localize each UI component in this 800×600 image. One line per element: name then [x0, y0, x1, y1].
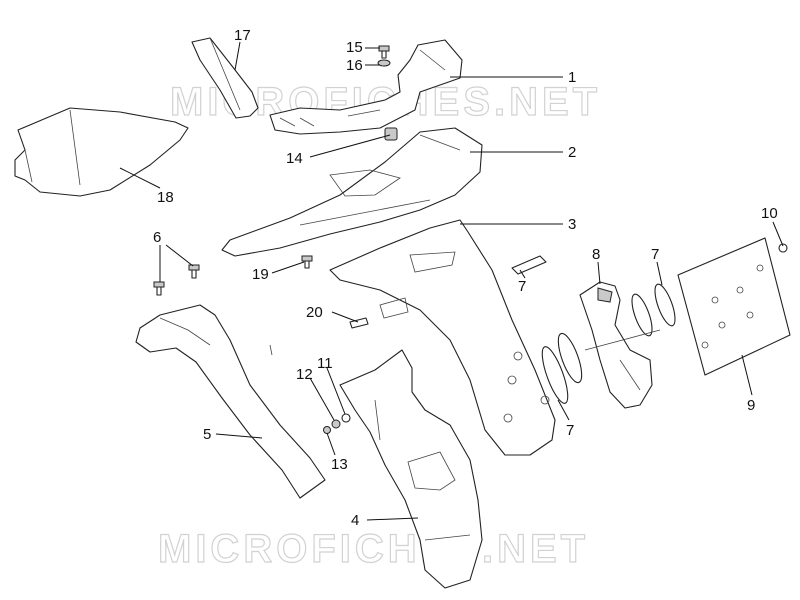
callout-5: 5 [203, 426, 211, 443]
part-12-nut [331, 419, 341, 429]
callout-3: 3 [568, 216, 576, 233]
part-3-rear-fender [329, 219, 556, 456]
callout-4: 4 [351, 512, 359, 529]
callout-7-upper: 7 [518, 278, 526, 295]
callout-11: 11 [317, 355, 333, 372]
callout-14: 14 [286, 150, 303, 167]
part-7-seal-c [631, 283, 676, 337]
part-14-nut [384, 127, 398, 141]
part-5-bracket [135, 304, 326, 499]
callout-2: 2 [568, 144, 576, 161]
callout-16: 16 [346, 57, 363, 74]
callout-12: 12 [296, 366, 313, 383]
part-2-rear-carrier [221, 127, 483, 257]
part-15-screw [378, 45, 390, 59]
callout-18: 18 [157, 189, 174, 206]
callout-19: 19 [252, 266, 269, 283]
callout-13: 13 [331, 456, 348, 473]
part-17-small-cover [191, 37, 259, 119]
part-18-side-cover [14, 107, 189, 197]
part-8-light-housing [579, 281, 661, 409]
part-9-license-plate-holder [677, 237, 791, 376]
watermark-bottom: MICROFICHES.NET [158, 527, 589, 571]
callout-17: 17 [234, 27, 251, 44]
part-11-washer [341, 413, 351, 423]
part-1-grab-handle [269, 39, 463, 135]
callout-9: 9 [747, 397, 755, 414]
part-4-mudguard [339, 349, 483, 589]
callout-labels: 17 15 16 1 18 14 2 3 10 6 19 8 7 7 20 11… [153, 27, 778, 529]
callout-1: 1 [568, 69, 576, 86]
callout-10: 10 [761, 205, 778, 222]
callout-6: 6 [153, 229, 161, 246]
callout-7-right: 7 [651, 246, 659, 263]
part-7-seal-b [541, 332, 583, 404]
part-7-seal-a [511, 255, 547, 275]
part-10-screw [778, 243, 788, 253]
leader-lines [119, 41, 784, 521]
part-6-screws [153, 264, 200, 296]
callout-8: 8 [592, 246, 600, 263]
callout-7-lower: 7 [566, 422, 574, 439]
part-13-nut [323, 426, 331, 434]
part-20-screw [349, 317, 369, 329]
part-19-screw [301, 255, 313, 269]
callout-15: 15 [346, 39, 363, 56]
callout-20: 20 [306, 304, 323, 321]
part-16-washer [377, 59, 391, 67]
